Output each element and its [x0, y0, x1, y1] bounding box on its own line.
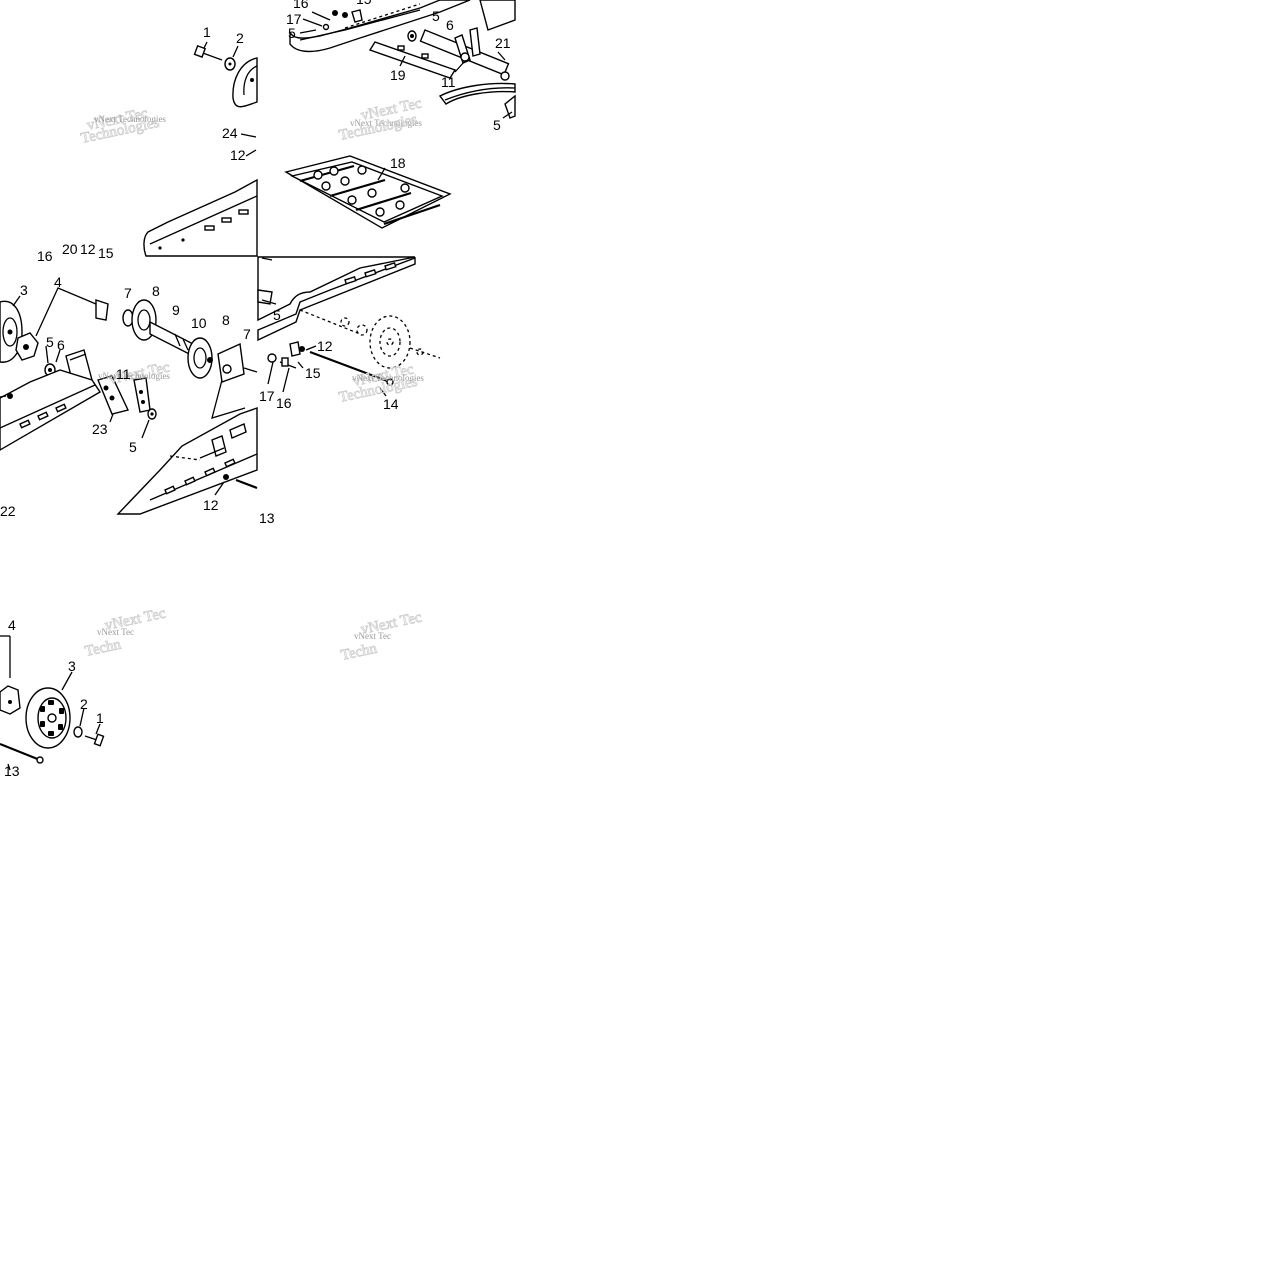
callout-15: 15: [356, 0, 372, 7]
callout-8b: 8: [222, 312, 230, 328]
watermark-text: vNext Technologies: [352, 373, 424, 383]
callout-1: 1: [203, 24, 211, 40]
tile-top-right: vNext Tec vNext Technologies Technologie…: [284, 0, 516, 229]
callout-6: 6: [57, 337, 65, 353]
callout-5: 5: [273, 307, 281, 323]
callout-5c: 5: [493, 117, 501, 133]
callout-2: 2: [80, 696, 88, 712]
callout-3: 3: [68, 658, 76, 674]
callout-19: 19: [390, 67, 406, 83]
track-section-18: [284, 155, 452, 229]
tile-middle-left: vNext Tec vNext Technologies 3 4 7 8 9 1…: [0, 274, 275, 526]
axle-14: [309, 350, 394, 397]
tile-middle-right: vNext Tec vNext Technologies Technologie…: [257, 256, 441, 412]
idler-wheel-dashed: [299, 309, 441, 369]
idler-wheel-partial: [232, 57, 258, 108]
hardware-16-15-17: [299, 9, 363, 34]
callout-8: 8: [152, 283, 160, 299]
callout-21: 21: [495, 35, 511, 51]
callout-15b: 15: [98, 245, 114, 261]
callout-5b: 5: [129, 439, 137, 455]
callout-24: 24: [222, 125, 238, 141]
callout-1: 1: [96, 710, 104, 726]
bracket-19: [368, 41, 457, 79]
callout-23: 23: [92, 421, 108, 437]
callout-17: 17: [259, 388, 275, 404]
watermark-shadow: Techn: [340, 641, 379, 664]
rail-left: [143, 178, 258, 257]
pivot-block-4-bottom: [0, 635, 21, 715]
callout-22: 22: [0, 503, 16, 519]
washer-2: [224, 45, 239, 71]
rail-upper: [289, 0, 471, 53]
callout-17: 17: [286, 11, 302, 27]
washer-bolt-bottom: [73, 707, 105, 747]
callout-12: 12: [230, 147, 246, 163]
watermark-text: vNext Technologies: [94, 114, 166, 124]
callout-5b: 5: [432, 8, 440, 24]
callout-6: 6: [446, 17, 454, 33]
callout-18: 18: [390, 155, 406, 171]
watermark-text: vNext Technologies: [350, 118, 422, 128]
callout-4: 4: [54, 274, 62, 290]
callout-12b: 12: [80, 241, 96, 257]
callout-10: 10: [191, 315, 207, 331]
cross-shaft: [407, 0, 516, 81]
callout-20: 20: [62, 241, 78, 257]
rail-lower: [438, 82, 516, 119]
pivot-block-4: [15, 287, 109, 361]
callout-2: 2: [236, 30, 244, 46]
axle-assembly: [122, 299, 258, 419]
tile-bottom-left: vNext Tec vNext Tec Techn 4 3 2 1 13: [0, 605, 168, 779]
idler-wheel-3-bottom: [25, 671, 73, 749]
callout-5: 5: [288, 25, 296, 41]
rail-mid-right: [257, 256, 416, 342]
bracket-assembly: [44, 345, 157, 439]
callout-14: 14: [383, 396, 399, 412]
callout-11: 11: [441, 74, 456, 90]
callout-16b: 16: [37, 248, 53, 264]
watermark-text: vNext Tec: [354, 631, 391, 641]
watermark-shadow: Techn: [84, 637, 123, 660]
rail-left-lower: [0, 369, 101, 451]
callout-7: 7: [124, 285, 132, 301]
long-axle-bottom: [0, 742, 44, 771]
tile-top-left: vNext Tec vNext Technologies Technologie…: [37, 24, 258, 264]
hardware-12-15-16-17: [267, 341, 317, 393]
bolt-1: [193, 41, 223, 61]
callout-11: 11: [116, 366, 131, 382]
rail-right-lower: [116, 407, 258, 515]
watermark-text: vNext Technologies: [98, 371, 170, 381]
callout-12: 12: [203, 497, 219, 513]
callout-15: 15: [305, 365, 321, 381]
callout-4: 4: [8, 617, 16, 633]
callout-12: 12: [317, 338, 333, 354]
callout-13: 13: [4, 763, 20, 779]
callout-16: 16: [276, 395, 292, 411]
watermark-text: vNext Tec: [97, 627, 134, 637]
callout-16: 16: [293, 0, 309, 11]
tile-bottom-middle: vNext Tec vNext Tec Techn: [339, 609, 424, 664]
callout-3: 3: [20, 282, 28, 298]
callout-13: 13: [259, 510, 275, 526]
callout-5: 5: [46, 334, 54, 350]
callout-7b: 7: [243, 326, 251, 342]
callout-9: 9: [172, 302, 180, 318]
